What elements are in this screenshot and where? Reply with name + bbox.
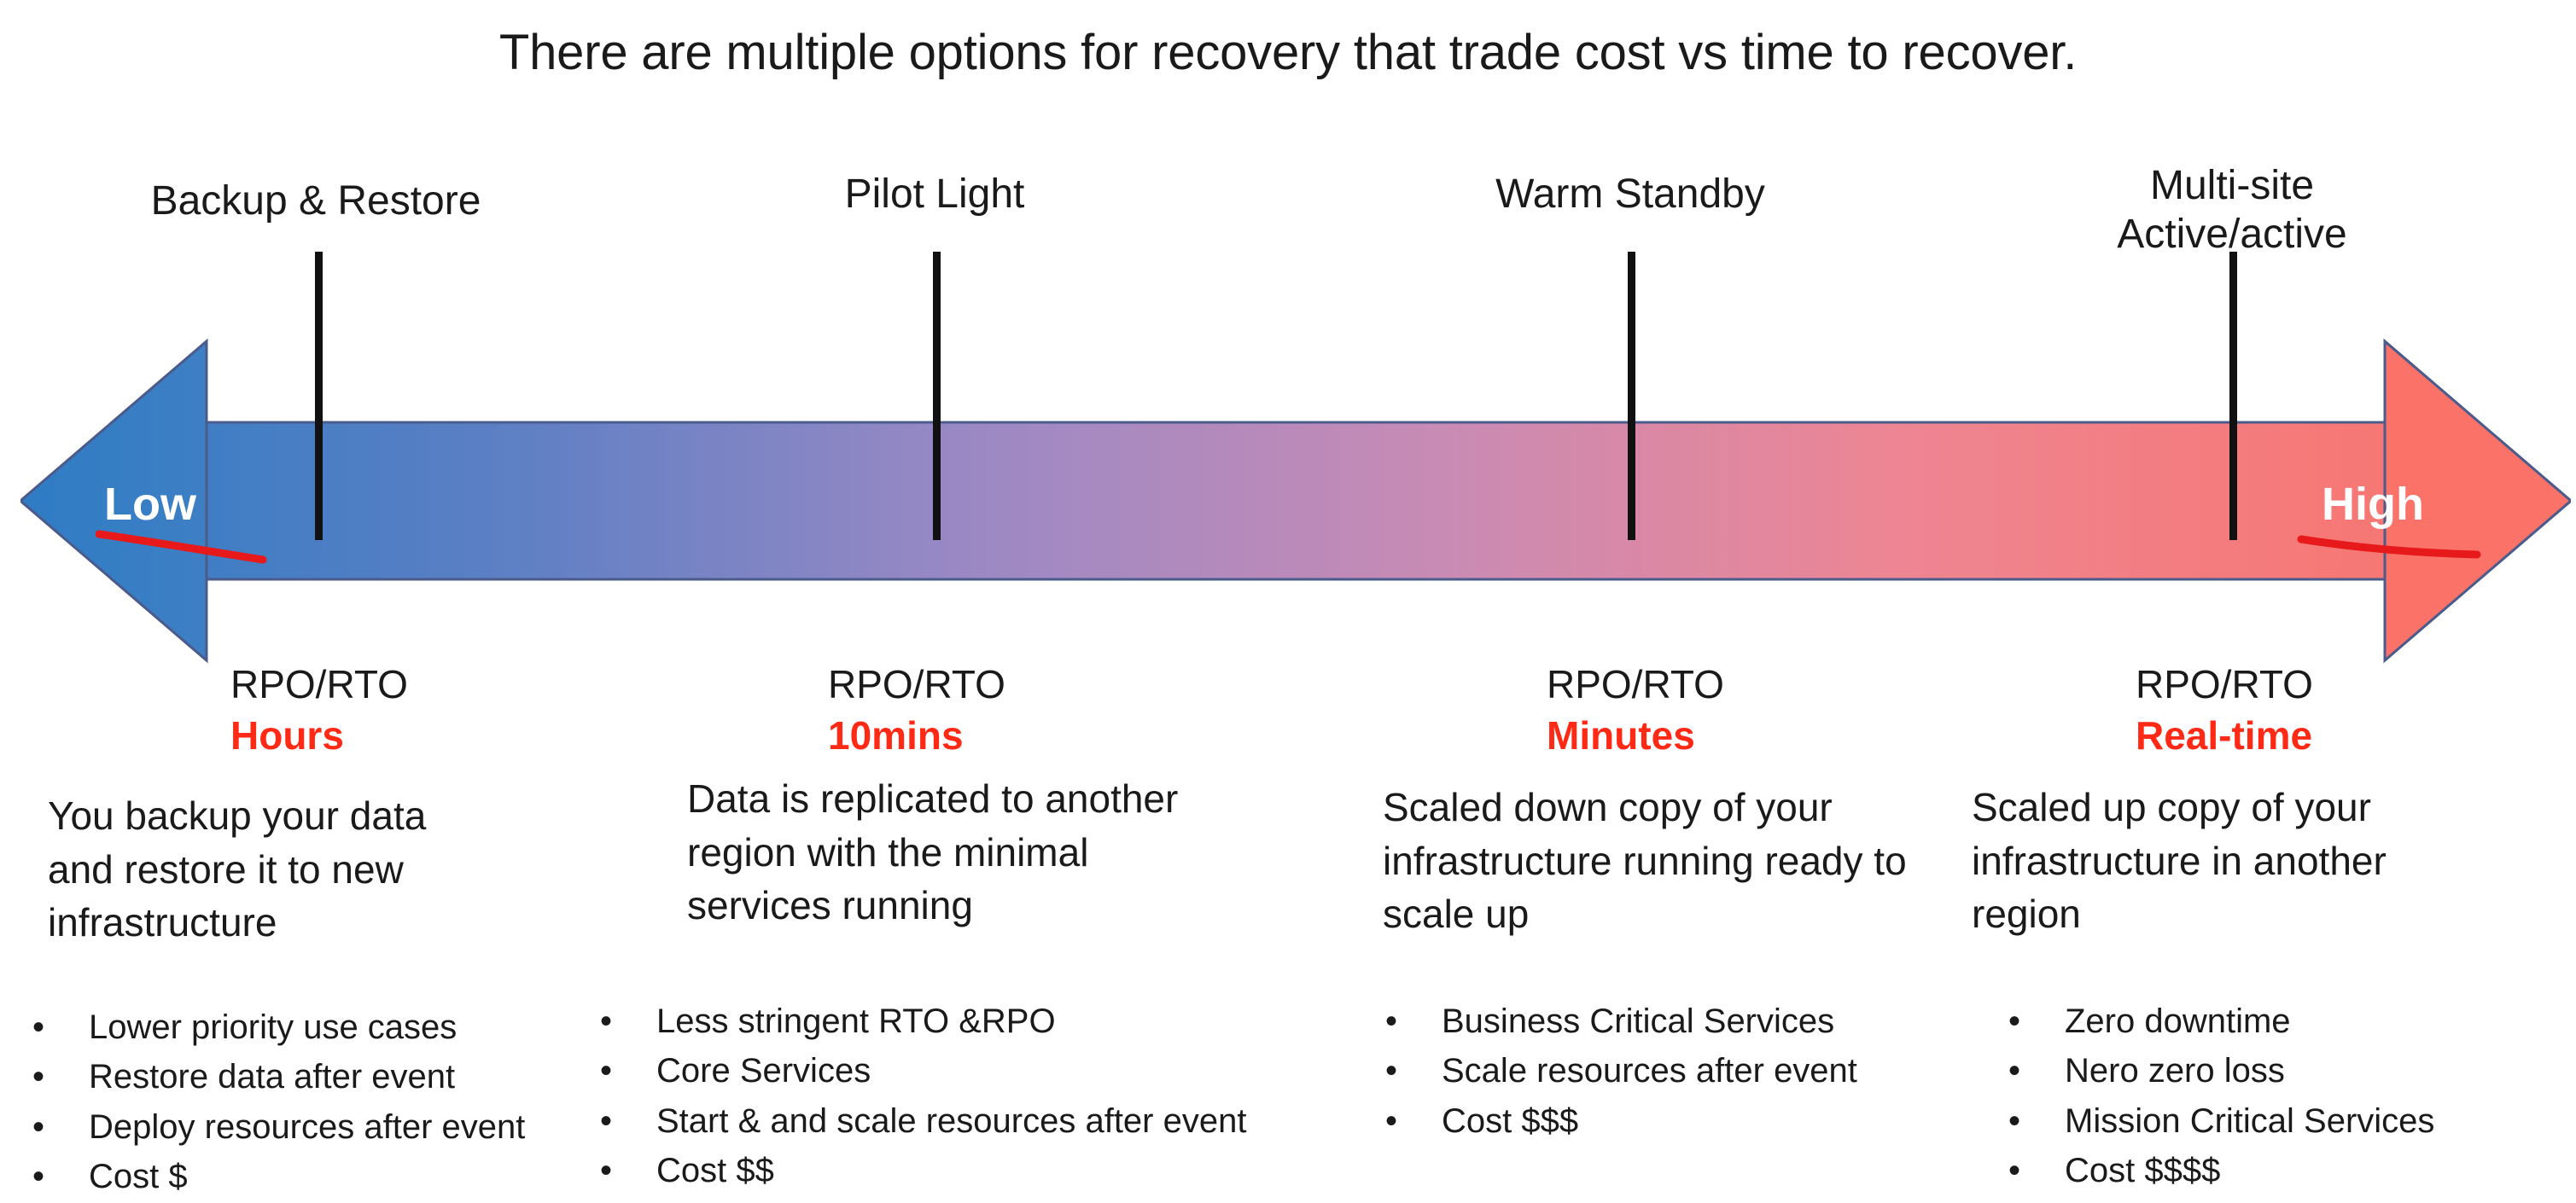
metric-multi-site: RPO/RTO Real-time <box>2136 661 2313 759</box>
stage-header-warm-standby: Warm Standby <box>1495 171 1765 217</box>
list-item: • Cost $$ <box>593 1146 1246 1195</box>
page-title: There are multiple options for recovery … <box>498 25 2078 80</box>
metric-value: 10mins <box>828 713 964 758</box>
list-item: • Restore data after event <box>26 1052 525 1101</box>
list-item-label: Lower priority use cases <box>89 1008 458 1046</box>
bullet-list-pilot-light: • Less stringent RTO &RPO • Core Service… <box>593 997 1246 1196</box>
list-item-label: Nero zero loss <box>2065 1052 2285 1090</box>
list-item-label: Scale resources after event <box>1442 1052 1857 1090</box>
list-item: • Mission Critical Services <box>2002 1096 2434 1146</box>
tick-backup-restore <box>315 252 323 540</box>
stage-header-pilot-light: Pilot Light <box>844 171 1025 217</box>
metric-pilot-light: RPO/RTO 10mins <box>828 661 1005 759</box>
list-item: • Scale resources after event <box>1378 1046 1857 1095</box>
bullet-dot-icon: • <box>600 1002 613 1040</box>
bullet-dot-icon: • <box>32 1008 45 1046</box>
list-item-label: Deploy resources after event <box>89 1107 526 1146</box>
tick-warm-standby <box>1628 252 1635 540</box>
high-underline-annotation <box>2297 535 2481 559</box>
cost-time-arrow-graphic <box>20 334 2571 667</box>
metric-backup-restore: RPO/RTO Hours <box>230 661 408 759</box>
bullet-dot-icon: • <box>600 1152 613 1190</box>
bullet-dot-icon: • <box>1385 1101 1398 1140</box>
bullet-dot-icon: • <box>32 1158 45 1196</box>
stage-header-multi-site: Multi-site Active/active <box>2049 162 2416 259</box>
bullet-dot-icon: • <box>1385 1002 1398 1040</box>
bullet-dot-icon: • <box>1385 1052 1398 1090</box>
description-pilot-light: Data is replicated to another region wit… <box>687 776 1179 928</box>
list-item-label: Restore data after event <box>89 1058 456 1096</box>
metric-label: RPO/RTO <box>1547 662 1724 706</box>
arrow-head-left <box>20 338 208 664</box>
metric-value: Real-time <box>2136 713 2313 758</box>
metric-warm-standby: RPO/RTO Minutes <box>1547 661 1724 759</box>
list-item: • Start & and scale resources after even… <box>593 1096 1246 1146</box>
metric-label: RPO/RTO <box>230 662 408 706</box>
axis-label-high: High <box>2322 479 2424 530</box>
list-item: • Cost $$$ <box>1378 1096 1857 1146</box>
list-item: • Lower priority use cases <box>26 1002 525 1052</box>
bullet-list-warm-standby: • Business Critical Services • Scale res… <box>1378 997 1857 1146</box>
list-item-label: Cost $$$ <box>1442 1101 1579 1140</box>
stage-header-multi-site-line2: Active/active <box>2117 211 2347 257</box>
description-warm-standby: Scaled down copy of your infrastructure … <box>1383 785 1907 937</box>
low-underline-annotation <box>96 530 267 564</box>
bullet-dot-icon: • <box>32 1107 45 1146</box>
list-item: • Cost $$$$ <box>2002 1146 2434 1195</box>
list-item-label: Cost $$ <box>656 1152 774 1190</box>
list-item-label: Zero downtime <box>2065 1002 2291 1040</box>
list-item-label: Core Services <box>656 1052 871 1090</box>
bullet-dot-icon: • <box>32 1058 45 1096</box>
list-item-label: Cost $$$$ <box>2065 1152 2221 1190</box>
stage-header-multi-site-line1: Multi-site <box>2149 163 2315 208</box>
list-item-label: Business Critical Services <box>1442 1002 1835 1040</box>
list-item: • Cost $ <box>26 1152 525 1201</box>
bullet-list-backup-restore: • Lower priority use cases • Restore dat… <box>26 1002 525 1202</box>
stage-header-backup-restore: Backup & Restore <box>150 178 481 224</box>
arrow-head-right <box>2383 338 2571 664</box>
bullet-dot-icon: • <box>600 1101 613 1140</box>
bullet-list-multi-site: • Zero downtime • Nero zero loss • Missi… <box>2002 997 2434 1196</box>
double-headed-arrow-svg <box>20 338 2571 664</box>
metric-value: Hours <box>230 713 344 758</box>
tick-pilot-light <box>933 252 941 540</box>
list-item-label: Cost $ <box>89 1158 188 1196</box>
bullet-dot-icon: • <box>2008 1152 2021 1190</box>
description-backup-restore: You backup your data and restore it to n… <box>48 793 427 945</box>
metric-label: RPO/RTO <box>828 662 1005 706</box>
arrow-shape <box>20 338 2571 664</box>
bullet-dot-icon: • <box>2008 1002 2021 1040</box>
bullet-dot-icon: • <box>2008 1052 2021 1090</box>
list-item: • Core Services <box>593 1046 1246 1095</box>
list-item: • Business Critical Services <box>1378 997 1857 1046</box>
tick-multi-site <box>2229 252 2237 540</box>
list-item-label: Mission Critical Services <box>2065 1101 2435 1140</box>
bullet-dot-icon: • <box>600 1052 613 1090</box>
list-item-label: Start & and scale resources after event <box>656 1101 1247 1140</box>
metric-label: RPO/RTO <box>2136 662 2313 706</box>
list-item-label: Less stringent RTO &RPO <box>656 1002 1056 1040</box>
metric-value: Minutes <box>1547 713 1695 758</box>
axis-label-low: Low <box>104 479 196 530</box>
list-item: • Less stringent RTO &RPO <box>593 997 1246 1046</box>
list-item: • Zero downtime <box>2002 997 2434 1046</box>
list-item: • Deploy resources after event <box>26 1102 525 1152</box>
list-item: • Nero zero loss <box>2002 1046 2434 1095</box>
bullet-dot-icon: • <box>2008 1101 2021 1140</box>
description-multi-site: Scaled up copy of your infrastructure in… <box>1972 785 2387 937</box>
